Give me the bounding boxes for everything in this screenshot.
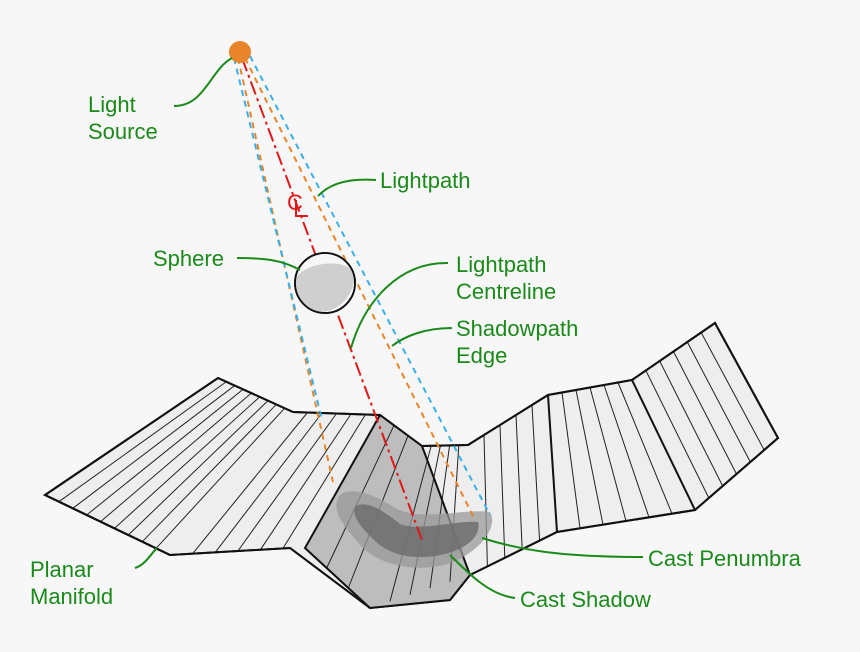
label-shadow: Cast Shadow <box>520 587 651 612</box>
fold-line-far-right <box>631 379 696 511</box>
light-source-dot <box>229 41 251 63</box>
leader-centreline <box>350 261 449 349</box>
manifold-slat-line <box>155 407 286 549</box>
leader-lines <box>134 57 644 599</box>
shadowpath-edge-left <box>233 57 323 421</box>
manifold-slat-line <box>645 370 710 499</box>
manifold-slat-line <box>686 341 751 463</box>
manifold-slat-line <box>214 412 323 553</box>
manifold-slat-line <box>603 384 650 518</box>
manifold-slat-line <box>58 381 227 503</box>
label-lightpath: Lightpath <box>380 168 471 193</box>
cast-umbra <box>354 504 479 558</box>
leader-shadow <box>449 554 516 599</box>
manifold-slat-line <box>141 404 277 543</box>
manifold-slat-line <box>575 389 604 525</box>
label-manifold-line2: Manifold <box>30 584 113 609</box>
manifold-outline-top <box>42 321 780 610</box>
manifold-slat-line <box>515 414 523 550</box>
manifold-slat-line <box>192 412 308 555</box>
label-manifold-line1: Planar <box>30 557 94 582</box>
centreline-symbol: C <box>287 190 308 217</box>
label-shadowpath-line2: Edge <box>456 343 507 368</box>
leader-manifold <box>134 547 158 569</box>
manifold-slat-line <box>659 360 724 487</box>
manifold-slat-line <box>237 413 337 552</box>
leader-lightpath <box>317 178 377 197</box>
label-penumbra: Cast Penumbra <box>648 546 802 571</box>
manifold-slat-line <box>700 332 765 451</box>
shadowpath-edge-right <box>249 55 491 516</box>
manifold-slat-line <box>483 434 488 567</box>
leader-penumbra <box>481 537 644 558</box>
sphere <box>294 252 356 314</box>
manifold-slat-line <box>589 387 627 522</box>
leader-shadowpath <box>391 327 453 347</box>
manifold-slat-line <box>100 392 252 523</box>
label-light-source-line2: Source <box>88 119 158 144</box>
leader-light-source <box>173 57 233 107</box>
manifold-slat-line <box>561 392 581 529</box>
manifold-slat-line <box>86 388 244 516</box>
manifold-slat-line <box>114 396 261 529</box>
label-shadowpath-line1: Shadowpath <box>456 316 578 341</box>
fold-line-right <box>547 394 558 533</box>
leader-sphere <box>236 257 301 271</box>
manifold-slat-line <box>282 414 366 550</box>
manifold-slats <box>58 332 765 602</box>
manifold-slat-line <box>72 385 235 509</box>
fold-line-valley <box>303 414 381 609</box>
label-sphere: Sphere <box>153 246 224 271</box>
lightpath-edge-right <box>244 57 476 521</box>
manifold-slat-line <box>673 351 737 475</box>
manifold-slat-line <box>617 382 673 514</box>
labels: Light Source Lightpath Sphere Lightpath … <box>30 92 802 612</box>
manifold-slat-line <box>499 424 506 558</box>
manifold-slat-line <box>127 400 269 536</box>
cast-shadow-region <box>336 491 493 568</box>
label-light-source-line1: Light <box>88 92 136 117</box>
manifold-slat-line <box>531 404 541 541</box>
manifold-slat-line <box>259 413 352 551</box>
label-centreline-line2: Centreline <box>456 279 556 304</box>
label-centreline-line1: Lightpath <box>456 252 547 277</box>
